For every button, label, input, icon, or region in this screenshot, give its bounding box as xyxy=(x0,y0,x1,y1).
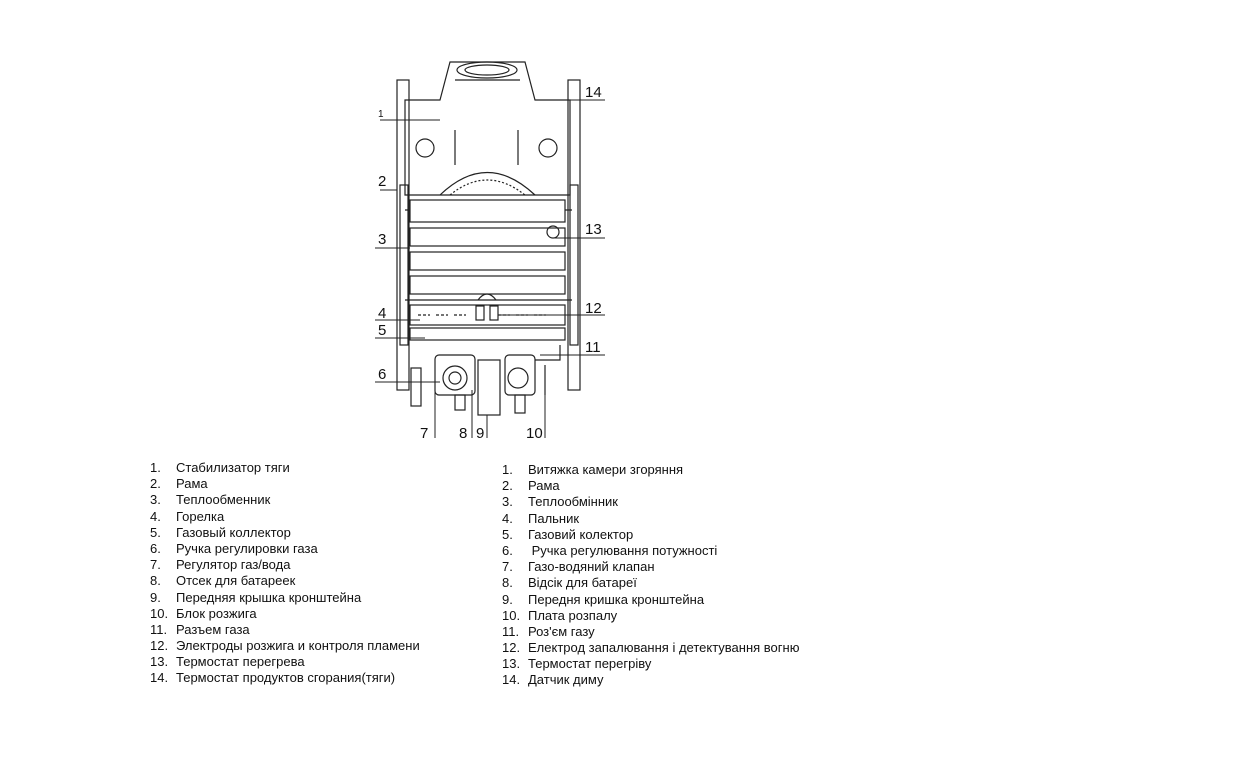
legend-russian: 1.Стабилизатор тяги 2.Рама 3.Теплообменн… xyxy=(150,460,420,687)
ignition-unit xyxy=(504,354,536,396)
legend-ru-item: 11.Разъем газа xyxy=(150,621,250,637)
legend-ru-item: 4.Горелка xyxy=(150,508,225,524)
legend-uk-item: 7.Газо-водяний клапан xyxy=(502,559,655,575)
legend-ru-item: 9.Передняя крышка кронштейна xyxy=(150,589,362,605)
callout-6: 6 xyxy=(378,366,387,383)
callout-14: 14 xyxy=(585,84,602,101)
callout-3: 3 xyxy=(378,231,387,248)
legend-uk-item: 2.Рама xyxy=(502,478,560,494)
callout-8: 8 xyxy=(459,425,468,442)
legend-ru-item: 14.Термостат продуктов сгорания(тяги) xyxy=(150,670,396,686)
legend-ukrainian: 1.Витяжка камери згоряння 2.Рама 3.Тепло… xyxy=(502,462,799,689)
callout-1: 1 xyxy=(378,109,384,120)
callout-9: 9 xyxy=(476,425,485,442)
combustion-dome xyxy=(439,172,536,196)
legend-uk-item: 8.Відсік для батареї xyxy=(502,575,637,591)
legend-uk-item: 10.Плата розпалу xyxy=(502,607,618,623)
legend-ru-item: 7.Регулятор газ/вода xyxy=(150,557,291,573)
gas-inlet-pipe xyxy=(514,394,526,414)
callout-10: 10 xyxy=(526,425,543,442)
heat-exchanger-tube-1 xyxy=(409,227,566,247)
legend-uk-item: 6. Ручка регулювання потужності xyxy=(502,542,718,558)
gas-manifold xyxy=(409,327,566,341)
gas-connector xyxy=(535,345,561,395)
legend-ru-item: 1.Стабилизатор тяги xyxy=(150,460,290,475)
legend-ru-item: 8.Отсек для батареек xyxy=(150,573,296,589)
callout-4: 4 xyxy=(378,305,387,322)
gas-water-valve xyxy=(434,354,476,396)
heat-exchanger-top xyxy=(409,199,566,223)
battery-compartment xyxy=(477,359,501,416)
legend-ru-item: 10.Блок розжига xyxy=(150,605,257,621)
frame-left-rail xyxy=(396,79,410,391)
draft-hood xyxy=(404,61,571,196)
callout-2: 2 xyxy=(378,173,387,190)
legend-uk-item: 13.Термостат перегріву xyxy=(502,656,652,672)
legend-uk-item: 9.Передня кришка кронштейна xyxy=(502,591,705,607)
ignition-electrodes xyxy=(477,293,497,301)
legend-uk-item: 11.Роз'єм газу xyxy=(502,623,595,639)
legend-uk-item: 14.Датчик диму xyxy=(502,672,604,688)
legend-uk-item: 5.Газовий колектор xyxy=(502,526,634,542)
vent-hole-left xyxy=(415,138,435,158)
legend-ru-item: 5.Газовый коллектор xyxy=(150,524,291,540)
legend-uk-item: 4.Пальник xyxy=(502,510,580,526)
frame-right-rail xyxy=(567,79,581,391)
legend-ru-item: 6.Ручка регулировки газа xyxy=(150,540,318,556)
legend-uk-item: 3.Теплообмінник xyxy=(502,494,618,510)
water-heater-diagram xyxy=(375,61,605,438)
flue-outlet xyxy=(456,61,518,79)
water-inlet-pipe xyxy=(410,367,422,407)
callout-5: 5 xyxy=(378,322,387,339)
legend-uk-item: 12.Електрод запалювання і детектування в… xyxy=(502,640,800,656)
heat-exchanger-tube-2 xyxy=(409,251,566,271)
callout-12: 12 xyxy=(585,300,602,317)
heat-exchanger-tube-3 xyxy=(409,275,566,295)
flue-outlet-inner xyxy=(464,64,510,76)
legend-ru-item: 3.Теплообменник xyxy=(150,492,271,508)
legend-ru-item: 2.Рама xyxy=(150,476,208,492)
callout-7: 7 xyxy=(420,425,429,442)
callout-11: 11 xyxy=(585,339,601,356)
callout-13: 13 xyxy=(585,221,602,238)
gas-knob xyxy=(442,365,468,391)
vent-hole-right xyxy=(538,138,558,158)
legend-ru-item: 12.Электроды розжига и контроля пламени xyxy=(150,638,420,654)
legend-uk-item: 1.Витяжка камери згоряння xyxy=(502,462,684,477)
legend-ru-item: 13.Термостат перегрева xyxy=(150,654,305,670)
